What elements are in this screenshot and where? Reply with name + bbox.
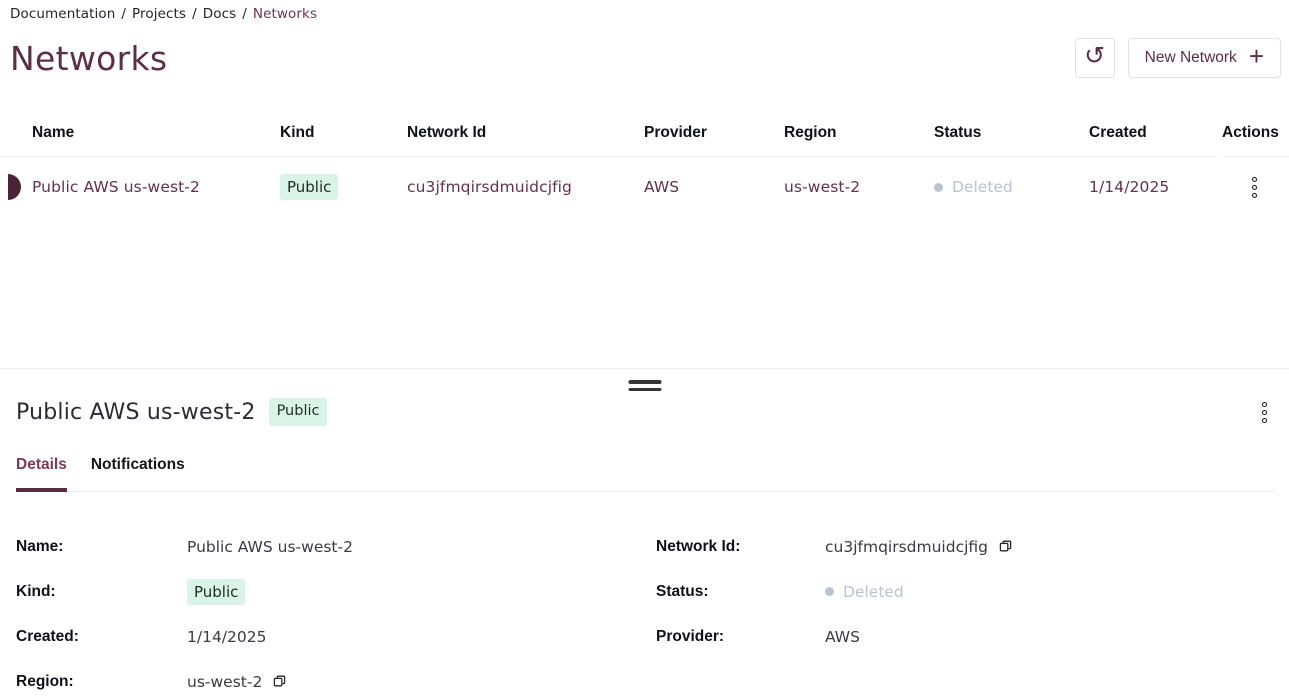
copy-network-id-button[interactable]	[998, 539, 1013, 554]
drawer-actions-kebab-icon[interactable]	[1256, 396, 1273, 429]
col-header-created: Created	[1089, 123, 1147, 141]
detail-kind-badge: Public	[187, 578, 246, 605]
drawer-tabs: Details Notifications	[16, 455, 1274, 492]
page-header: Networks ↺ New Network +	[10, 34, 1281, 82]
detail-label: Status:	[656, 582, 709, 600]
copy-icon	[999, 540, 1012, 552]
breadcrumb-projects[interactable]: Projects	[132, 6, 187, 22]
page-title: Networks	[10, 38, 168, 78]
plus-icon: +	[1248, 41, 1264, 71]
breadcrumb-documentation[interactable]: Documentation	[10, 6, 116, 22]
copy-region-button[interactable]	[272, 674, 287, 689]
status-dot-icon	[825, 587, 834, 596]
status-label: Deleted	[952, 178, 1013, 196]
cell-actions	[1222, 171, 1289, 204]
breadcrumb: Documentation / Projects / Docs / Networks	[10, 6, 317, 22]
detail-row-kind: Kind: Public	[0, 569, 640, 614]
new-network-label: New Network	[1144, 49, 1237, 66]
refresh-button[interactable]: ↺	[1074, 38, 1115, 78]
detail-value-name: Public AWS us-west-2	[187, 537, 353, 556]
detail-label: Network Id:	[656, 537, 741, 555]
breadcrumb-separator: /	[192, 6, 197, 22]
detail-drawer: Public AWS us-west-2 Public Details Noti…	[0, 368, 1289, 700]
col-header-name: Name	[32, 123, 75, 141]
tab-details[interactable]: Details	[16, 455, 67, 492]
details-grid: Name: Public AWS us-west-2 Kind: Public …	[0, 524, 1289, 700]
new-network-button[interactable]: New Network +	[1127, 38, 1281, 78]
refresh-icon: ↺	[1084, 41, 1106, 70]
copy-icon	[274, 675, 286, 687]
selected-row-marker	[8, 174, 21, 200]
detail-row-created: Created: 1/14/2025	[0, 614, 640, 659]
table-header-row: Name Kind Network Id Provider Region Sta…	[0, 108, 1289, 157]
breadcrumb-separator: /	[121, 6, 127, 22]
detail-status: Deleted	[825, 583, 904, 601]
detail-value-provider: AWS	[825, 627, 860, 646]
header-divider-actions	[1223, 156, 1289, 157]
col-header-provider: Provider	[644, 123, 707, 141]
col-header-network-id: Network Id	[407, 123, 487, 141]
detail-label: Provider:	[656, 627, 725, 645]
detail-label: Region:	[16, 672, 74, 690]
detail-row-status: Status: Deleted	[640, 569, 1289, 614]
cell-created: 1/14/2025	[1089, 178, 1170, 196]
breadcrumb-separator: /	[242, 6, 247, 22]
col-header-status: Status	[934, 123, 982, 141]
table-row[interactable]: Public AWS us-west-2 Public cu3jfmqirsdm…	[0, 157, 1289, 217]
breadcrumb-docs[interactable]: Docs	[202, 6, 237, 22]
drawer-title: Public AWS us-west-2	[16, 399, 256, 425]
toolbar: ↺ New Network +	[1074, 38, 1281, 78]
drawer-kind-badge: Public	[268, 398, 328, 426]
networks-table: Name Kind Network Id Provider Region Sta…	[0, 108, 1289, 217]
detail-row-network-id: Network Id: cu3jfmqirsdmuidcjfig	[640, 524, 1289, 569]
breadcrumb-current-networks: Networks	[252, 6, 318, 22]
drawer-header: Public AWS us-west-2 Public	[16, 396, 1273, 428]
header-divider	[0, 156, 1216, 157]
detail-label: Name:	[16, 537, 64, 555]
cell-kind: Public	[280, 174, 407, 200]
drawer-drag-handle-icon[interactable]	[624, 378, 665, 393]
detail-value-network-id: cu3jfmqirsdmuidcjfig	[825, 537, 988, 556]
status-dot-icon	[934, 182, 943, 192]
cell-region: us-west-2	[784, 178, 861, 196]
detail-row-name: Name: Public AWS us-west-2	[0, 524, 640, 569]
cell-network-id: cu3jfmqirsdmuidcjfig	[407, 178, 572, 196]
cell-status: Deleted	[934, 178, 1089, 196]
cell-name: Public AWS us-west-2	[32, 178, 200, 196]
detail-label: Created:	[16, 627, 79, 645]
cell-provider: AWS	[644, 178, 680, 196]
col-header-actions: Actions	[1222, 123, 1279, 141]
details-column-right: Network Id: cu3jfmqirsdmuidcjfig Status:…	[640, 524, 1289, 700]
col-header-kind: Kind	[280, 123, 315, 141]
detail-row-region: Region: us-west-2	[0, 659, 640, 700]
detail-value-created: 1/14/2025	[187, 627, 267, 646]
detail-value-region: us-west-2	[187, 672, 263, 691]
col-header-region: Region	[784, 123, 837, 141]
row-actions-kebab-icon[interactable]	[1246, 171, 1263, 204]
details-column-left: Name: Public AWS us-west-2 Kind: Public …	[0, 524, 640, 700]
tab-notifications[interactable]: Notifications	[90, 456, 185, 473]
detail-row-provider: Provider: AWS	[640, 614, 1289, 659]
detail-label: Kind:	[16, 582, 56, 600]
kind-badge: Public	[280, 174, 339, 200]
status-label: Deleted	[843, 582, 904, 601]
